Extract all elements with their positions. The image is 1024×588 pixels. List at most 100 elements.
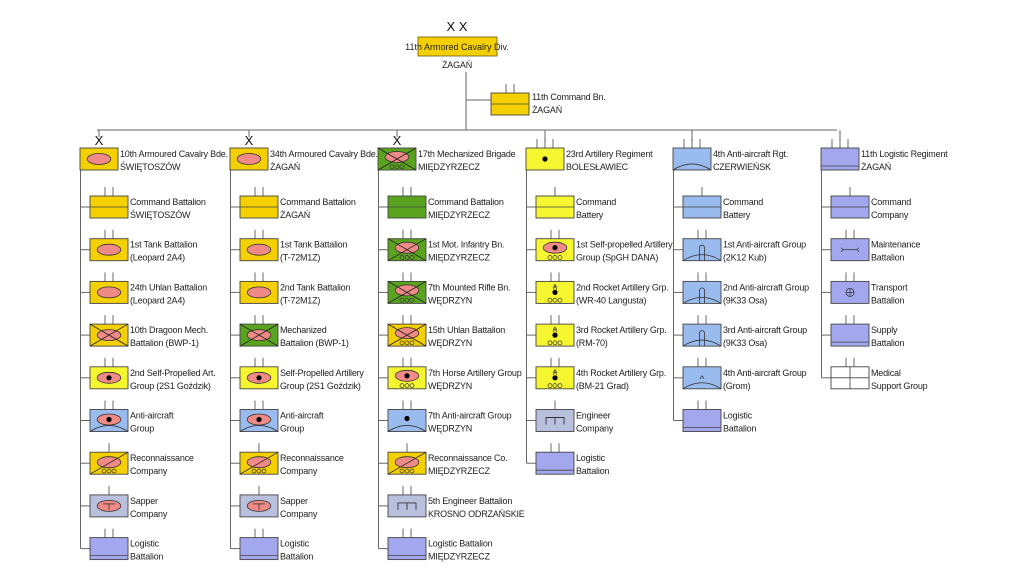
- unit-location: (9K33 Osa): [723, 295, 767, 305]
- unit-symbol: [535, 366, 575, 390]
- unit-name: Anti-aircraft: [130, 411, 174, 421]
- unit-symbol: [89, 537, 129, 561]
- symbol-frame: [682, 323, 722, 347]
- unit-node: 1st Tank Battalion(T-72M1Z): [239, 229, 348, 263]
- wheel-icon: [557, 297, 563, 303]
- wheel-icon: [547, 255, 553, 260]
- armor-track-icon: [394, 241, 420, 254]
- brigade-node: 4th Anti-aircraft Rgt.CZERWIEŃSK: [672, 139, 788, 172]
- unit-node: 2nd Anti-aircraft Group (9K33 Osa): [682, 272, 809, 305]
- unit-symbol: [239, 323, 279, 347]
- wheel-icon: [557, 383, 563, 388]
- unit-location: ŻAGAŃ: [532, 105, 562, 115]
- unit-location: Battalion: [871, 338, 904, 348]
- armor-track-icon: [96, 243, 122, 256]
- wheel-icon: [409, 255, 415, 260]
- unit-symbol: [387, 195, 427, 219]
- unit-symbol: [229, 147, 269, 171]
- armor-track-icon: [394, 284, 420, 297]
- unit-name: Command Battalion: [280, 197, 356, 207]
- unit-name: Logistic: [576, 453, 606, 463]
- unit-name: Sapper: [130, 496, 158, 506]
- unit-location: MIĘDZYRZECZ: [428, 466, 491, 476]
- rocket-icon: [552, 371, 558, 375]
- unit-name: 4th Rocket Artillery Grp.: [576, 368, 666, 378]
- unit-node: 4th Rocket Artillery Grp.(BM-21 Grad): [535, 357, 666, 391]
- symbol-frame: [387, 537, 427, 561]
- echelon-x: X: [95, 133, 104, 148]
- unit-location: Company: [280, 509, 318, 519]
- wheel-icon: [399, 468, 405, 474]
- unit-symbol: [535, 195, 575, 219]
- unit-name: 1st Anti-aircraft Group: [723, 240, 806, 250]
- unit-symbol: [682, 366, 722, 390]
- unit-node: 2nd Rocket Artillery Grp.(WR-40 Langusta…: [535, 272, 669, 305]
- unit-symbol: [387, 451, 427, 475]
- artillery-dot-icon: [404, 373, 410, 379]
- unit-node: 3rd Rocket Artillery Grp.(RM-70): [535, 315, 667, 348]
- unit-location: (T-72M1Z): [280, 253, 320, 263]
- unit-symbol: [79, 147, 119, 171]
- air-defense-arc-icon: [682, 254, 722, 262]
- wheel-icon: [404, 468, 410, 474]
- unit-name: 4th Anti-aircraft Group: [723, 368, 807, 378]
- maintenance-wrench-icon: [840, 247, 860, 253]
- rocket-icon: [552, 283, 558, 288]
- unit-location: Battery: [723, 210, 751, 220]
- unit-location: (Leopard 2A4): [130, 295, 185, 305]
- artillery-dot-icon: [256, 375, 262, 381]
- unit-symbol: [239, 238, 279, 262]
- unit-name: 2nd Anti-aircraft Group: [723, 282, 809, 292]
- unit-symbol: [89, 409, 129, 432]
- unit-location: WĘDRZYN: [428, 338, 472, 348]
- air-defense-arc-icon: [239, 425, 279, 432]
- unit-name: 1st Self-propelled Artillery: [576, 240, 673, 250]
- unit-symbol: [387, 238, 427, 262]
- unit-symbol: [387, 494, 427, 518]
- armor-track-icon: [246, 243, 272, 256]
- column-6: 11th Logistic RegimentŻAGAŃCommandCompan…: [820, 139, 948, 391]
- wheel-icon: [409, 383, 415, 388]
- unit-name: 1st Tank Battalion: [130, 240, 197, 250]
- wheel-icon: [547, 297, 553, 303]
- infantry-cross-icon: [239, 323, 279, 347]
- symbol-frame: [682, 280, 722, 304]
- wheel-icon: [101, 468, 107, 474]
- unit-symbol: [89, 195, 129, 219]
- unit-symbol: [682, 238, 722, 262]
- unit-symbol: [682, 280, 722, 304]
- unit-symbol: [387, 537, 427, 561]
- unit-name: Logistic: [130, 539, 160, 549]
- armor-track-icon: [236, 153, 262, 165]
- unit-location: WĘDRZYN: [428, 381, 472, 391]
- unit-name: Supply: [871, 325, 898, 335]
- wheel-icon: [111, 468, 117, 474]
- wheel-icon: [557, 255, 563, 260]
- wheel-icon: [256, 468, 262, 474]
- unit-node: Reconnaissance Co.MIĘDZYRZECZ: [387, 443, 508, 476]
- artillery-dot-icon: [106, 416, 112, 423]
- unit-node: 1st Mot. Infantry Bn.MIĘDZYRZECZ: [387, 229, 505, 263]
- wheel-icon: [547, 340, 553, 346]
- unit-node: 3rd Anti-aircraft Group(9K33 Osa): [682, 315, 807, 348]
- unit-symbol: [535, 238, 575, 262]
- unit-symbol: [387, 280, 427, 304]
- symbol-frame: [682, 238, 722, 262]
- unit-node: 1st Anti-aircraft Group(2K12 Kub): [682, 229, 806, 263]
- unit-location: Group (SpGH DANA): [576, 253, 658, 263]
- infantry-cross-icon: [387, 238, 427, 262]
- wheel-icon: [409, 297, 415, 303]
- artillery-dot-icon: [256, 416, 262, 423]
- symbol-frame: [682, 366, 722, 390]
- hq-node: 11th Command Bn.ŻAGAŃ: [490, 84, 606, 116]
